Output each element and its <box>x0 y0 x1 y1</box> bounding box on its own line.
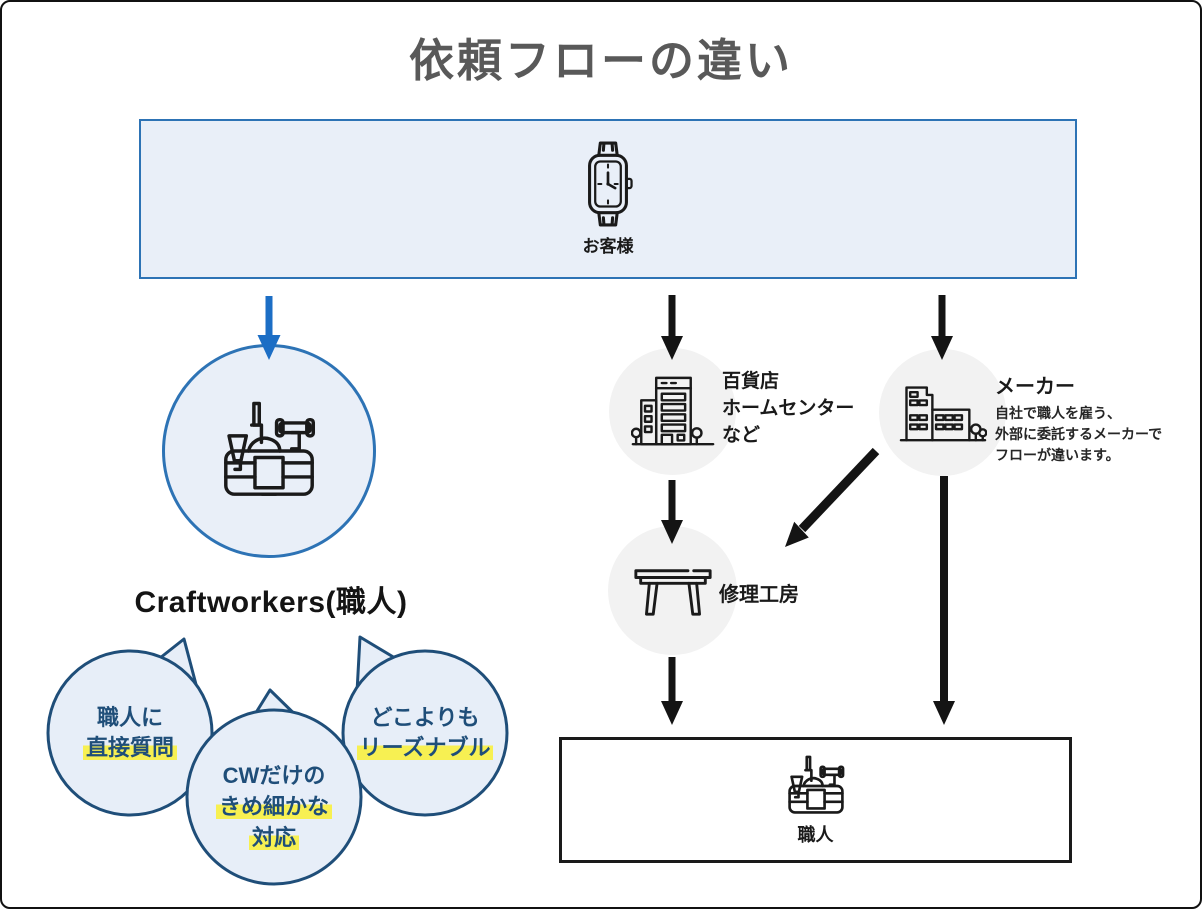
department-store-label: 百貨店 ホームセンター など <box>722 371 855 446</box>
customer-label: お客様 <box>582 237 634 256</box>
craftsman-box: 職人 <box>559 737 1072 863</box>
toolbox-icon <box>224 401 316 496</box>
arrow-repair-workshop-to-craftsman <box>661 657 683 725</box>
repair-workshop-circle <box>608 526 737 655</box>
bubble-reasonable: どこよりも リーズナブル <box>340 703 510 763</box>
table-icon <box>633 568 712 616</box>
arrow-maker-to-repair-workshop <box>785 447 880 547</box>
craftsman-label: 職人 <box>797 824 834 845</box>
maker-circle <box>879 349 1006 476</box>
bubble-fine-support: CWだけの きめ細かな 対応 <box>189 760 359 853</box>
watch-icon <box>588 141 633 227</box>
arrow-maker-to-craftsman <box>933 476 955 725</box>
page-title: 依頼フローの違い <box>408 35 793 86</box>
bubble-direct-question: 職人に 直接質問 <box>45 703 215 763</box>
building-icon <box>630 376 714 446</box>
toolbox-icon <box>787 755 844 814</box>
customer-box: お客様 <box>139 119 1077 279</box>
craftworkers-label: Craftworkers(職人) <box>134 586 408 619</box>
repair-workshop-label: 修理工房 <box>719 584 799 606</box>
maker-label: メーカー <box>995 376 1075 398</box>
craftworkers-circle <box>162 344 376 558</box>
department-store-circle <box>609 348 736 475</box>
factory-icon <box>899 386 987 442</box>
maker-note: 自社で職人を雇う、 外部に委託するメーカーで フローが違います。 <box>995 405 1163 463</box>
benefit-bubbles <box>46 635 509 886</box>
